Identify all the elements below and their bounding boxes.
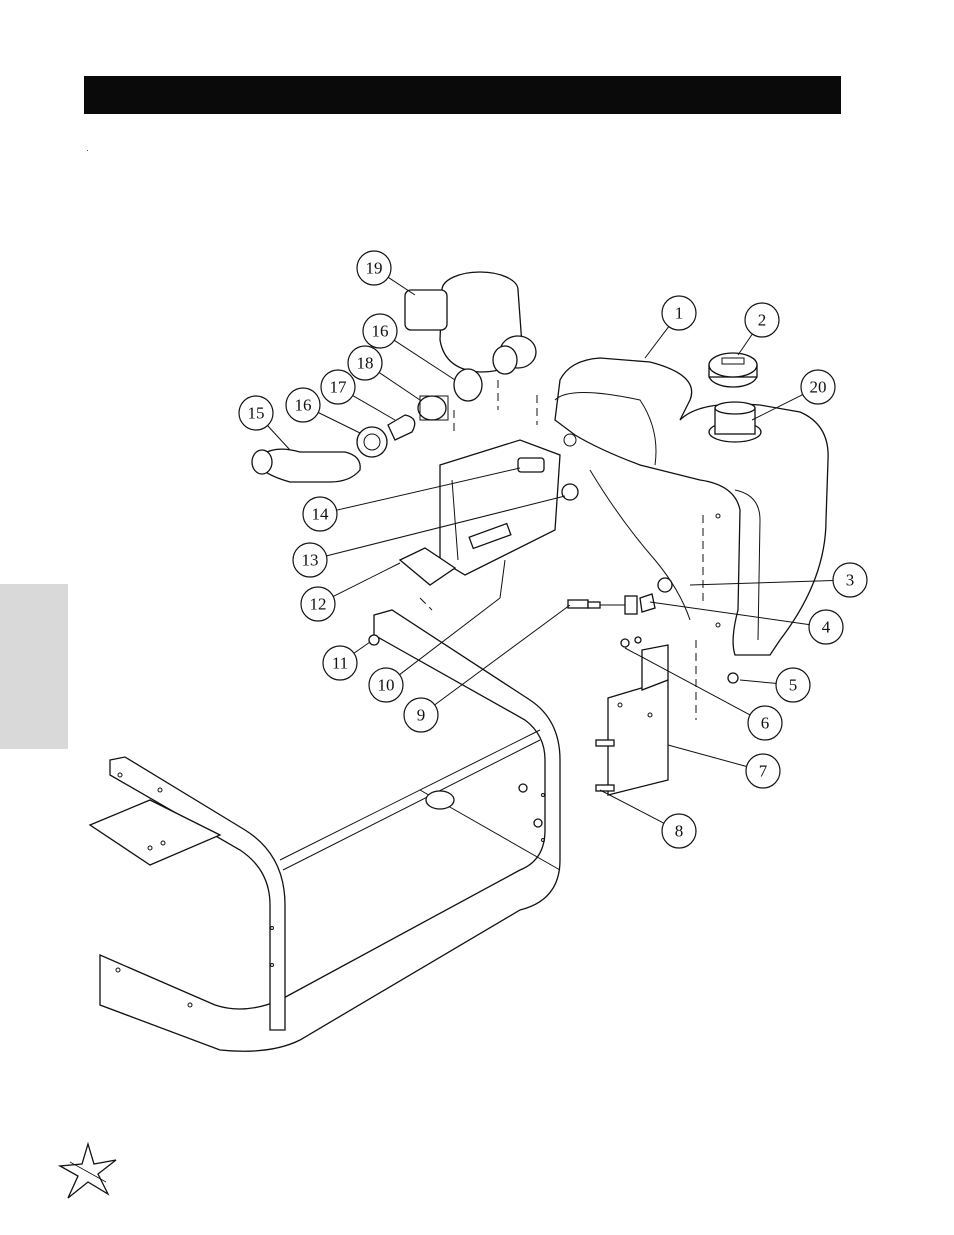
callout-number: 2 [758,311,767,330]
callout-number: 16 [372,322,389,341]
star-logo-icon [58,1142,118,1202]
tank-bracket [596,637,668,795]
callout-number: 19 [366,259,383,278]
callout-number: 3 [846,571,855,590]
callout-11: 11 [323,642,370,680]
callout-1: 1 [645,296,696,358]
callout-19: 19 [357,251,415,295]
callout-number: 6 [761,714,770,733]
callout-number: 7 [759,762,768,781]
callout-18: 18 [348,346,420,400]
callout-number: 4 [822,618,831,637]
callout-leader-line [388,277,415,295]
callout-leader-line [333,563,400,596]
callout-number: 12 [310,595,327,614]
callout-number: 11 [332,654,348,673]
callout-leader-line [353,396,395,420]
callout-number: 1 [675,304,684,323]
callout-number: 18 [357,354,374,373]
callout-leader-line [740,680,776,683]
callout-leader-line [738,334,752,355]
callout-leader-line [354,642,370,653]
callout-leader-line [318,412,360,433]
callout-number: 15 [248,404,265,423]
callout-leader-line [268,426,290,450]
callout-number: 9 [417,706,426,725]
callout-number: 17 [330,378,348,397]
callout-number: 16 [295,396,312,415]
frame-assembly [90,610,560,1051]
mount-bracket [369,440,578,645]
callout-number: 8 [675,822,684,841]
callout-leader-line [600,790,664,823]
callout-number: 20 [810,378,827,397]
fuel-line [568,578,672,614]
callout-2: 2 [738,303,779,355]
callout-number: 5 [789,676,798,695]
callout-number: 13 [302,551,319,570]
callout-5: 5 [740,668,810,702]
callout-leader-line [379,372,420,400]
callout-leader-line [645,327,669,358]
callout-number: 14 [312,505,330,524]
callout-number: 10 [378,676,395,695]
callout-15: 15 [239,396,290,450]
callout-7: 7 [668,745,780,788]
callout-8: 8 [600,790,696,848]
callout-leader-line [668,745,747,767]
